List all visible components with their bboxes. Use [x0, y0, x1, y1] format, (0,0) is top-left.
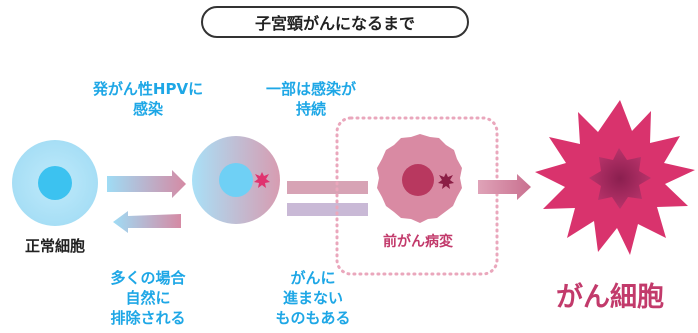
label-precancer: 前がん病変 — [383, 234, 453, 250]
label-not-progress: がんに進まないものもある — [275, 269, 351, 327]
virus-star-icon-2 — [438, 173, 454, 189]
label-eliminated: 多くの場合自然に排除される — [110, 269, 186, 327]
infected-cell — [192, 136, 280, 224]
label-persist: 一部は感染が持続 — [265, 80, 356, 118]
virus-star-icon — [254, 172, 270, 188]
diagram-title: 子宮頸がんになるまで — [201, 6, 469, 38]
label-normal-cell: 正常細胞 — [24, 237, 85, 255]
normal-cell — [12, 140, 98, 226]
precancer-box — [335, 116, 499, 276]
precancer-cell — [377, 134, 462, 223]
arrow-infection — [107, 170, 186, 198]
arrow-persist — [287, 181, 368, 194]
arrow-eliminated — [113, 211, 181, 233]
arrow-regress — [287, 203, 368, 216]
label-infection: 発がん性HPVに感染 — [92, 80, 204, 118]
label-cancer-cell: がん細胞 — [556, 282, 664, 313]
cancer-cell — [535, 100, 695, 255]
arrow-progress — [478, 174, 531, 200]
